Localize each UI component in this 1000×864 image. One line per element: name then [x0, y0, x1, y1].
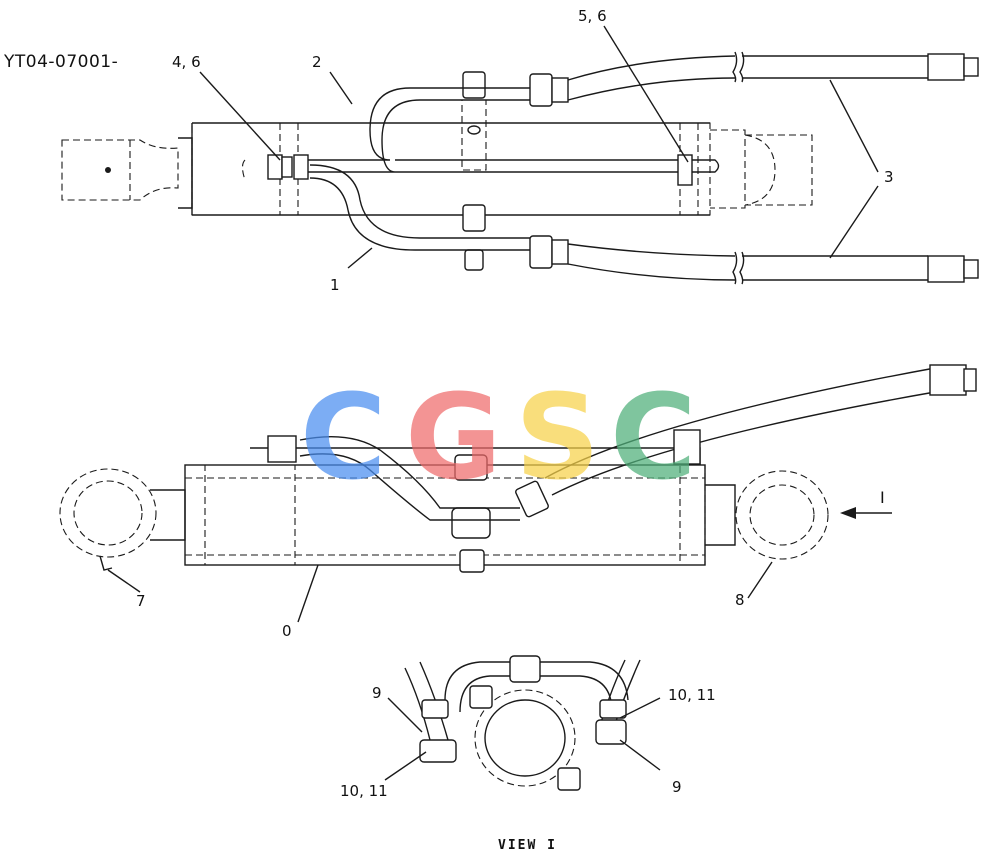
drawing-code: YT04-07001-	[4, 52, 119, 72]
cylinder-barrel-top	[191, 122, 711, 216]
side-view	[59, 364, 977, 623]
clamp-top	[461, 71, 487, 271]
top-view	[61, 25, 979, 285]
fitting-4-6	[241, 154, 309, 181]
tube-1	[309, 164, 535, 251]
callout-2: 2	[312, 53, 322, 71]
callout-9-left: 9	[372, 684, 382, 702]
rod-eye-left	[59, 468, 186, 571]
view-caption: VIEW I	[498, 838, 557, 853]
callout-5-6: 5, 6	[578, 7, 607, 25]
rod-end-top	[61, 137, 193, 209]
head-eye-right	[705, 470, 829, 560]
watermark-letter: C	[300, 368, 387, 506]
leaders-top	[199, 25, 879, 269]
callout-1: 1	[330, 276, 340, 294]
callout-view-i: I	[880, 488, 885, 507]
callout-10-11-left: 10, 11	[340, 782, 388, 800]
callout-8: 8	[735, 591, 745, 609]
callout-3: 3	[884, 168, 894, 186]
callout-0: 0	[282, 622, 292, 640]
callout-9-right: 9	[672, 778, 682, 796]
callout-7: 7	[136, 592, 146, 610]
leaders-side	[107, 561, 773, 623]
watermark-letter: S	[515, 368, 600, 506]
watermark-letter: G	[405, 368, 502, 506]
callout-10-11-right: 10, 11	[668, 686, 716, 704]
hose-3-upper	[529, 51, 979, 107]
head-end-top	[710, 129, 813, 209]
view-arrow	[840, 507, 892, 519]
tubes-side	[267, 364, 977, 521]
callout-4-6: 4, 6	[172, 53, 201, 71]
hose-3-lower	[529, 235, 979, 285]
fitting-5-6	[677, 154, 720, 186]
tube-2	[300, 87, 680, 173]
watermark-letter: C	[610, 368, 697, 506]
view-i-detail	[384, 655, 661, 791]
clamp-side	[451, 454, 491, 573]
